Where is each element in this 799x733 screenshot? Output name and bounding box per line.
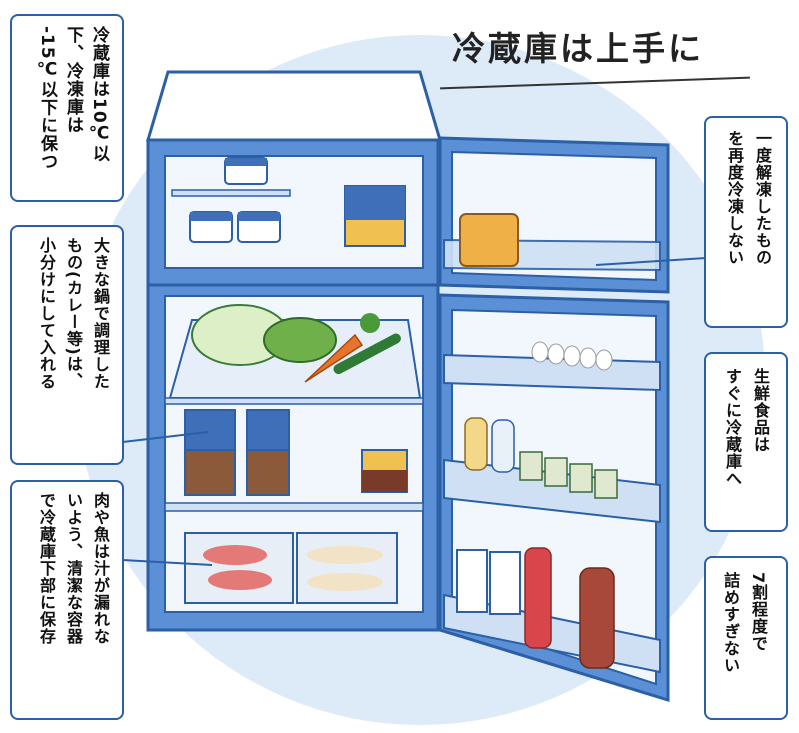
- egg: [563, 345, 581, 367]
- note-line: を再度冷凍しない: [725, 130, 744, 266]
- can: [519, 451, 543, 481]
- meat: [203, 545, 267, 565]
- food-container: [246, 409, 290, 451]
- bottle: [464, 417, 488, 471]
- fridge-top: [145, 70, 443, 142]
- greens: [263, 317, 337, 363]
- note-line: 小分けにして入れる: [37, 237, 56, 390]
- pointer-line: [122, 431, 209, 443]
- egg: [595, 349, 613, 371]
- fish: [307, 546, 383, 564]
- note-meat-fish: 肉や魚は汁が漏れな いよう、清潔な容器 で冷蔵庫下部に保存: [10, 480, 124, 720]
- frozen-bag: [459, 213, 519, 267]
- fish-tray: [296, 532, 398, 604]
- fish: [307, 573, 383, 591]
- meat-tray: [184, 532, 294, 604]
- food-container-fill: [362, 470, 407, 492]
- note-pot-food: 大きな鍋で調理した もの(カレー等)は、 小分けにして入れる: [10, 225, 124, 465]
- carrot-leaves: [360, 313, 380, 333]
- can: [594, 469, 618, 499]
- food-container: [184, 409, 236, 451]
- pointer-line: [122, 559, 213, 566]
- bottle: [579, 567, 615, 669]
- note-seventy-percent: 7割程度で 詰めすぎない: [704, 556, 788, 720]
- note-temperature: 冷蔵庫は10℃以 下、冷凍庫は -15℃以下に保つ: [10, 14, 124, 202]
- page-title: 冷蔵庫は上手に: [452, 29, 704, 68]
- can: [544, 457, 568, 487]
- can: [569, 463, 593, 493]
- freezer-box-top: [345, 186, 405, 220]
- milk-carton: [489, 551, 521, 615]
- freezer-cup-lid: [190, 212, 232, 221]
- note-line: 下、冷凍庫は: [63, 26, 83, 134]
- pointer-line: [595, 257, 707, 266]
- freezer-rack: [171, 189, 291, 197]
- note-line: もの(カレー等)は、: [64, 237, 83, 390]
- milk-carton: [456, 549, 488, 613]
- note-line: すぐに冷蔵庫へ: [723, 368, 742, 487]
- note-line: 肉や魚は汁が漏れな: [91, 492, 110, 645]
- egg: [531, 341, 549, 363]
- food-container: [246, 449, 290, 496]
- note-fresh-food: 生鮮食品は すぐに冷蔵庫へ: [704, 352, 788, 532]
- freezer-cup-lid: [238, 212, 280, 221]
- note-line: で冷蔵庫下部に保存: [37, 492, 56, 645]
- meat: [208, 570, 272, 590]
- bottle: [524, 547, 552, 649]
- note-line: 生鮮食品は: [751, 368, 770, 453]
- note-refreeze: 一度解凍したもの を再度冷凍しない: [704, 116, 788, 328]
- note-line: 大きな鍋で調理した: [91, 237, 110, 390]
- freezer-cup-lid: [225, 158, 267, 166]
- shelf-edge: [164, 397, 424, 405]
- bottle: [491, 419, 515, 473]
- note-line: 詰めすぎない: [721, 572, 740, 674]
- note-line: 一度解凍したもの: [753, 130, 772, 266]
- egg: [547, 343, 565, 365]
- note-line: 7割程度で: [749, 572, 768, 653]
- note-line: いよう、清潔な容器: [64, 492, 83, 645]
- shelf-edge: [164, 502, 424, 512]
- cucumber: [333, 333, 401, 375]
- carrot: [304, 333, 364, 383]
- food-container: [184, 449, 236, 496]
- note-line: 冷蔵庫は10℃以: [89, 26, 109, 163]
- note-line: -15℃以下に保つ: [37, 26, 57, 171]
- egg: [579, 347, 597, 369]
